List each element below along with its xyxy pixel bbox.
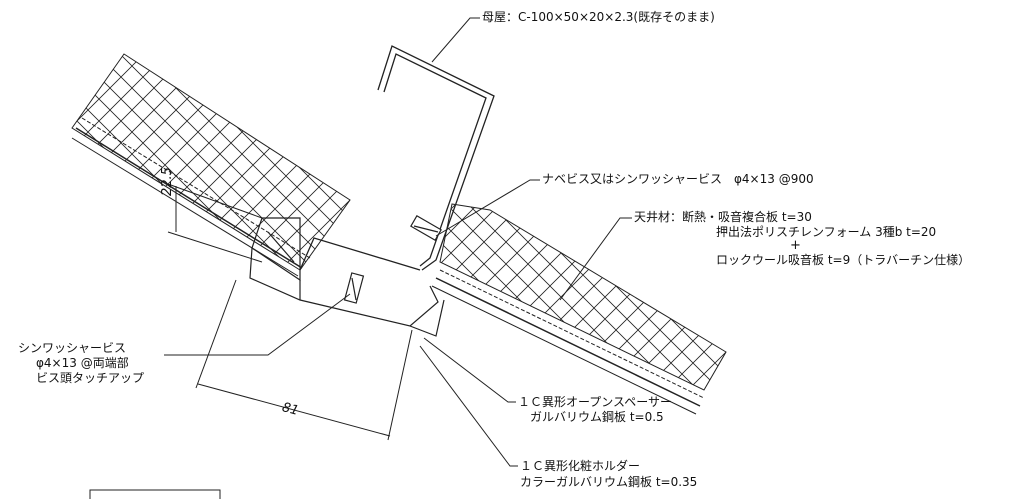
label-washer-touchup: ビス頭タッチアップ — [36, 371, 145, 385]
dimension-22-5 — [167, 183, 263, 263]
label-holder-material: カラーガルバリウム鋼板 t=0.35 — [520, 475, 698, 489]
leader-lines — [164, 17, 632, 467]
spacer-holder — [249, 217, 445, 337]
label-purlin: 母屋：C-100×50×20×2.3(既存そのまま) — [482, 10, 715, 24]
dim-label-22-5: 22.5 — [160, 167, 175, 196]
screw-bottom — [343, 272, 365, 304]
purlin-c-channel — [299, 45, 495, 271]
label-ceiling-material: 天井材：断熱・吸音複合板 t=30 — [634, 210, 812, 224]
label-holder: １Ｃ異形化粧ホルダー — [520, 459, 641, 473]
dimension-81 — [195, 279, 413, 441]
screw-top — [410, 214, 442, 242]
label-spacer-material: ガルバリウム鋼板 t=0.5 — [530, 410, 664, 424]
left-ceiling-panel — [71, 53, 351, 280]
label-screw-top: ナベビス又はシンワッシャービス φ4×13 @900 — [542, 172, 814, 186]
label-ceiling-rockwool: ロックウール吸音板 t=9（トラバーチン仕様） — [716, 253, 971, 267]
label-ceiling-plus: + — [790, 238, 801, 253]
label-spacer: １Ｃ異形オープンスペーサー — [518, 395, 672, 409]
label-washer-screw: シンワッシャービス — [18, 341, 127, 355]
right-ceiling-panel — [431, 203, 727, 415]
label-ceiling-foam: 押出法ポリスチレンフォーム 3種b t=20 — [716, 225, 937, 239]
scale-box — [89, 489, 221, 499]
label-washer-spec: φ4×13 @両端部 — [36, 356, 129, 370]
